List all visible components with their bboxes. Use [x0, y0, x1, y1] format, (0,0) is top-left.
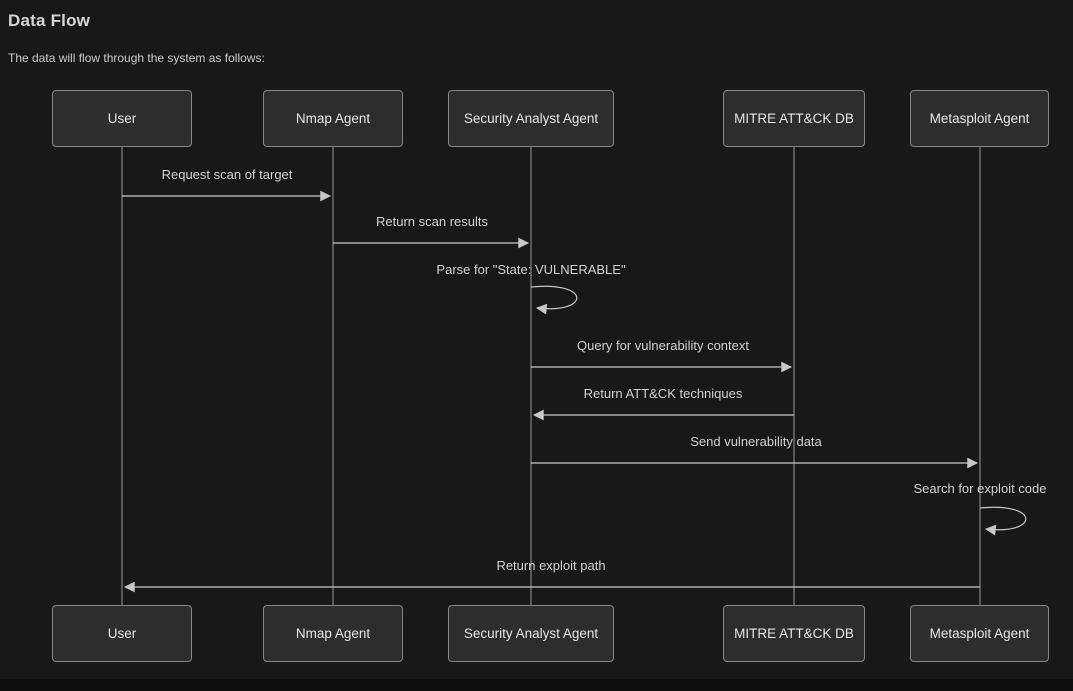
message-search-exploit: Search for exploit code	[913, 481, 1047, 496]
message-return-techniques: Return ATT&CK techniques	[583, 386, 743, 401]
actor-user-bottom: User	[52, 605, 192, 662]
message-request-scan: Request scan of target	[161, 167, 293, 182]
actor-nmap-agent-top: Nmap Agent	[263, 90, 403, 147]
actor-mitre-attck-db-top: MITRE ATT&CK DB	[723, 90, 865, 147]
page-subtitle: The data will flow through the system as…	[8, 51, 265, 65]
actor-label: Metasploit Agent	[929, 626, 1030, 641]
message-return-exploit-path: Return exploit path	[496, 558, 606, 573]
actor-security-analyst-bottom: Security Analyst Agent	[448, 605, 614, 662]
selfloop-search-exploit	[979, 506, 1027, 536]
actor-metasploit-agent-top: Metasploit Agent	[910, 90, 1049, 147]
actor-user-top: User	[52, 90, 192, 147]
actor-label: MITRE ATT&CK DB	[734, 626, 854, 641]
actor-label: Security Analyst Agent	[463, 626, 599, 641]
actor-nmap-agent-bottom: Nmap Agent	[263, 605, 403, 662]
actor-label: User	[107, 111, 137, 126]
actor-label: MITRE ATT&CK DB	[734, 111, 854, 126]
actor-label: User	[107, 626, 137, 641]
page-background-strip	[0, 679, 1073, 691]
message-parse-state: Parse for "State: VULNERABLE"	[436, 262, 626, 277]
actor-metasploit-agent-bottom: Metasploit Agent	[910, 605, 1049, 662]
actor-label: Metasploit Agent	[929, 111, 1030, 126]
message-return-scan-results: Return scan results	[376, 214, 488, 229]
page-title: Data Flow	[8, 11, 91, 30]
message-send-vuln-data: Send vulnerability data	[690, 434, 822, 449]
actor-label: Nmap Agent	[295, 626, 371, 641]
message-query-context: Query for vulnerability context	[577, 338, 749, 353]
actor-label: Nmap Agent	[295, 111, 371, 126]
actor-mitre-attck-db-bottom: MITRE ATT&CK DB	[723, 605, 865, 662]
selfloop-parse-state	[530, 285, 578, 315]
actor-label: Security Analyst Agent	[463, 111, 599, 126]
actor-security-analyst-top: Security Analyst Agent	[448, 90, 614, 147]
